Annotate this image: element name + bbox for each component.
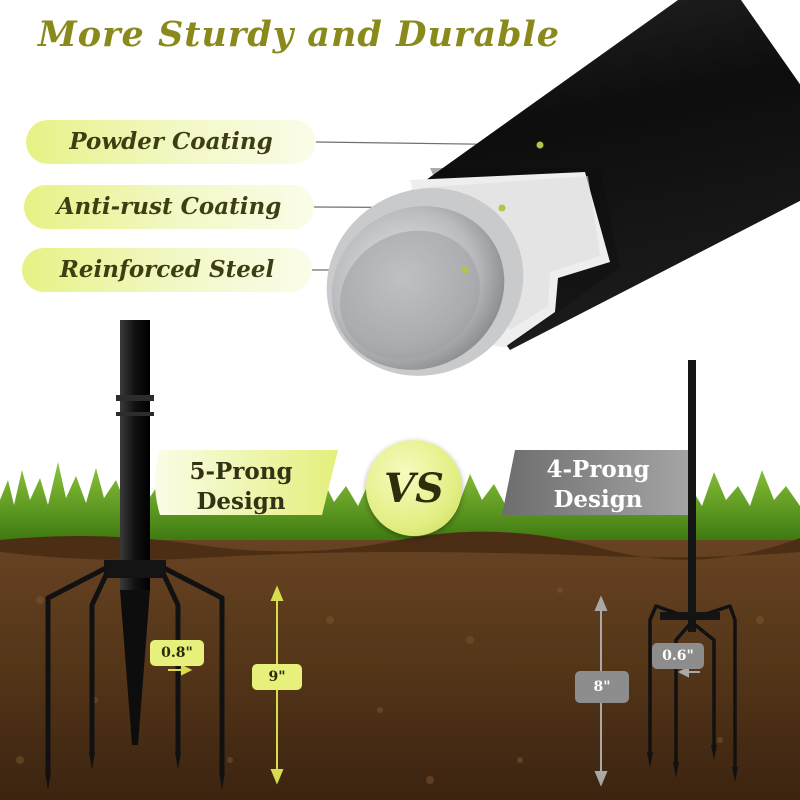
four-prong-label-line2: Design: [553, 486, 643, 513]
four-prong-tag: [502, 450, 694, 515]
headline: More Sturdy and Durable: [38, 14, 561, 55]
pipe-illustration: [326, 0, 800, 376]
vs-badge: VS: [366, 440, 462, 536]
five-prong-label: 5-Prong Design: [172, 457, 310, 517]
five-prong-diameter: 0.8": [150, 640, 204, 666]
root-layer: [0, 531, 800, 560]
layer-label-powder-coating: Powder Coating: [26, 120, 316, 164]
four-prong-stake: [647, 360, 738, 782]
four-prong-label-line1: 4-Prong: [546, 456, 650, 483]
layer-label-anti-rust-coating: Anti-rust Coating: [24, 185, 314, 229]
four-prong-length: 8": [575, 671, 629, 703]
four-prong-diameter: 0.6": [652, 643, 704, 669]
five-prong-length: 9": [252, 664, 302, 690]
five-prong-tag: [155, 450, 338, 515]
five-prong-label-line2: Design: [196, 488, 286, 515]
four-prong-label: 4-Prong Design: [538, 455, 658, 515]
five-prong-label-line1: 5-Prong: [189, 458, 293, 485]
five-prong-stake: [45, 320, 225, 790]
layer-label-reinforced-steel: Reinforced Steel: [22, 248, 312, 292]
